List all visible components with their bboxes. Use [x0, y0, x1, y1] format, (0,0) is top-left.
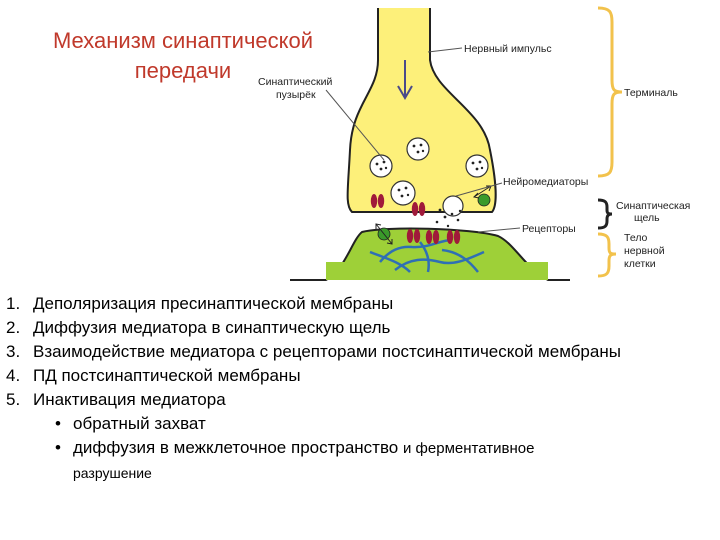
step-text: Деполяризация пресинаптической мембраны	[33, 294, 394, 313]
step-item: 1. Деполяризация пресинаптической мембран…	[6, 292, 621, 316]
inactivation-text: диффузия в межклеточное пространство	[73, 438, 399, 457]
label-vesicle-line-1: Синаптический	[258, 76, 332, 88]
label-vesicle-line-2: пузырёк	[276, 89, 316, 101]
inactivation-item: • обратный захват	[49, 412, 621, 436]
cell-body-base	[326, 262, 548, 280]
impulse-arrow-icon	[397, 60, 413, 100]
presynaptic-receptors	[370, 194, 426, 216]
step-item: 3. Взаимодействие медиатора с рецепторами…	[6, 340, 621, 364]
step-item: 4. ПД постсинаптической мембраны	[6, 364, 621, 388]
synapse-diagram: Нервный импульс Синаптический пузырёк Те…	[258, 6, 690, 281]
step-number: 5.	[6, 390, 21, 409]
vesicle-contents	[375, 143, 484, 228]
label-terminal: Терминаль	[624, 87, 678, 99]
synaptic-vesicles	[369, 137, 489, 217]
label-cleft-line-1: Синаптическая	[616, 200, 690, 212]
title-line-1: Механизм синаптической	[52, 28, 314, 53]
step-text: Инактивация медиатора	[33, 390, 226, 409]
inactivation-text-small: и ферментативное	[403, 440, 535, 457]
transport-arrows-icon	[375, 185, 492, 245]
bullet-icon: •	[55, 414, 61, 433]
label-receptors: Рецепторы	[522, 223, 576, 235]
leader-lines	[325, 47, 521, 233]
presynaptic-terminal	[346, 8, 497, 213]
step-text: Диффузия медиатора в синаптическую щель	[33, 318, 391, 337]
step-number: 3.	[6, 342, 21, 361]
step-number: 1.	[6, 294, 21, 313]
cleft-bracket	[597, 198, 613, 230]
label-body-line-2: нервной	[624, 245, 665, 257]
step-text: ПД постсинаптической мембраны	[33, 366, 301, 385]
step-number: 2.	[6, 318, 21, 337]
inactivation-text-tail: разрушение	[73, 465, 152, 481]
steps-list: 1. Деполяризация пресинаптической мембран…	[6, 292, 621, 485]
step-item: 5. Инактивация медиатора • обратный захват…	[6, 388, 621, 485]
diagram-title: Механизм синаптической передачи	[28, 26, 338, 86]
title-line-2: передачи	[134, 58, 232, 83]
step-number: 4.	[6, 366, 21, 385]
inactivation-list: • обратный захват • диффузия в межклеточно…	[33, 412, 621, 485]
label-impulse: Нервный импульс	[464, 43, 552, 55]
brackets	[597, 6, 623, 278]
label-body-line-1: Тело	[624, 232, 648, 244]
inactivation-text: обратный захват	[73, 414, 206, 433]
step-text: Взаимодействие медиатора с рецепторами п…	[33, 342, 621, 361]
label-neuromediators: Нейромедиаторы	[503, 176, 588, 188]
step-item: 2. Диффузия медиатора в синаптическую щел…	[6, 316, 621, 340]
cell-fibers	[369, 238, 485, 273]
terminal-bracket	[597, 6, 623, 178]
body-bracket	[597, 232, 617, 278]
label-body-line-3: клетки	[624, 258, 656, 270]
bullet-icon: •	[55, 438, 61, 457]
postsynaptic-receptors	[406, 229, 461, 244]
label-cleft-line-2: щель	[634, 212, 660, 224]
inactivation-item: • диффузия в межклеточное пространство и …	[49, 436, 621, 485]
